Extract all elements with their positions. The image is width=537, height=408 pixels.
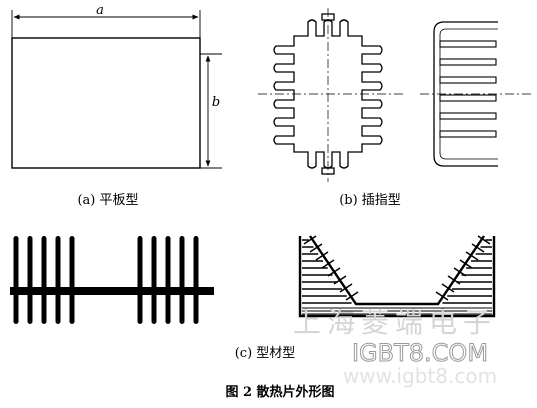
profile-fin (151, 236, 157, 324)
profile-hatched-section (298, 235, 496, 318)
dimension-a-label: a (96, 3, 104, 18)
hatch-diagonal (441, 283, 455, 293)
profile-fins (13, 236, 199, 324)
flat-plate-outline (11, 37, 201, 169)
side-view-fins (439, 40, 497, 138)
finger-heatsink-outline (273, 19, 383, 169)
hatch-diagonal (303, 235, 317, 245)
profile-base-bar (10, 287, 214, 295)
side-fin (439, 94, 497, 102)
hatch-diagonal (477, 235, 491, 245)
hatch-diagonal (447, 275, 461, 285)
profile-fin (27, 236, 33, 324)
side-fin (439, 130, 497, 138)
side-fin (439, 58, 497, 66)
finger-heatsink-side-view: (b) 插指型 (339, 21, 532, 208)
profile-heatsink-right (298, 235, 496, 318)
profile-fin (193, 236, 199, 324)
watermark-company: 上海菱端电子 (293, 306, 497, 339)
profile-fin (165, 236, 171, 324)
profile-fin (13, 236, 19, 324)
label-profile-type: (c) 型材型 (235, 346, 296, 361)
hatch-diagonal (453, 267, 467, 277)
side-fin (439, 112, 497, 120)
flat-plate-heatsink: a b (a) 平板型 (11, 3, 222, 208)
finger-heatsink-front-view (258, 8, 406, 182)
hatch-diagonal (339, 283, 353, 293)
profile-fin (41, 236, 47, 324)
hatch-diagonal (471, 243, 485, 253)
bottom-mount-tab (321, 167, 335, 175)
hatch-diagonal (435, 291, 449, 301)
hatch-diagonal (327, 267, 341, 277)
hatch-diagonal (315, 251, 329, 261)
hatch-diagonal (333, 275, 347, 285)
watermark-site-2: www.igbt8.com (343, 364, 497, 388)
hatch-diagonal (465, 251, 479, 261)
hatch-diagonal (309, 243, 323, 253)
side-fin (439, 40, 497, 48)
profile-heatsink-left (10, 236, 214, 324)
top-mount-tab (321, 13, 335, 21)
side-fin (439, 76, 497, 84)
profile-fin (69, 236, 75, 324)
section-boundary (298, 236, 496, 318)
section-inner-boundary (309, 235, 485, 306)
profile-fin (179, 236, 185, 324)
dimension-b-label: b (212, 95, 220, 110)
hatch-diagonal (459, 259, 473, 269)
hatch-diagonal (345, 291, 359, 301)
label-finger-type: (b) 插指型 (339, 193, 401, 208)
label-flat-plate: (a) 平板型 (77, 193, 138, 208)
figure-caption: 图 2 散热片外形图 (225, 384, 334, 400)
profile-fin (137, 236, 143, 324)
watermark-site: IGBT8.COM (352, 339, 488, 367)
profile-fin (55, 236, 61, 324)
hatch-diagonal (321, 259, 335, 269)
